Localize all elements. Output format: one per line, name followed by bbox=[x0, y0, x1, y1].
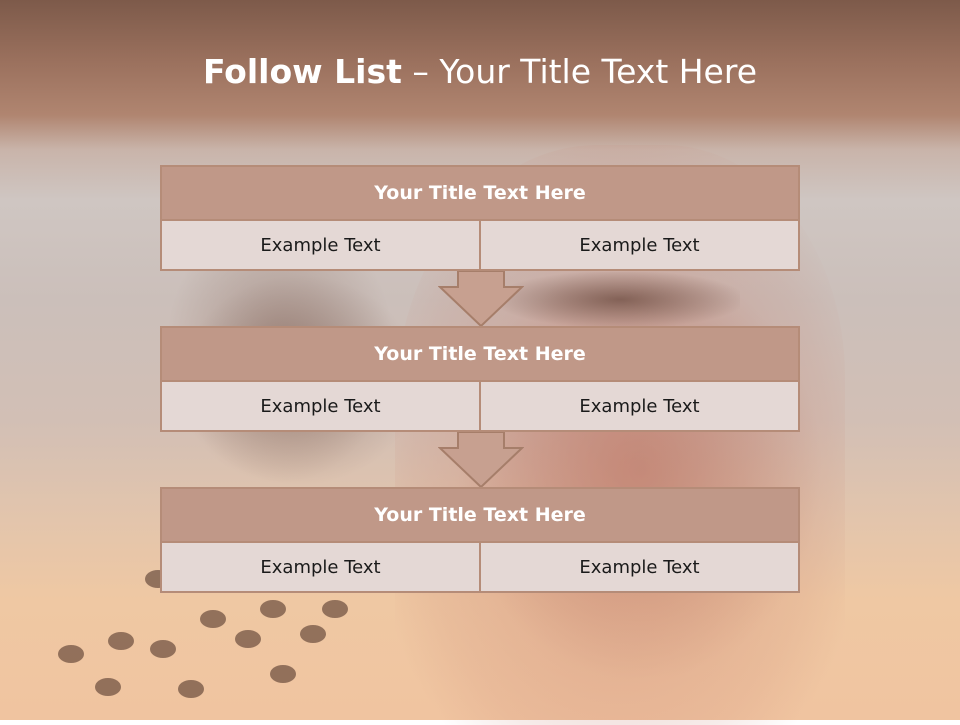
step-row: Example Text Example Text bbox=[160, 221, 800, 271]
coffee-bean bbox=[235, 630, 261, 648]
down-arrow-icon bbox=[438, 271, 524, 327]
step-block-1: Your Title Text Here Example Text Exampl… bbox=[160, 165, 800, 271]
step-block-2: Your Title Text Here Example Text Exampl… bbox=[160, 326, 800, 432]
step-title: Your Title Text Here bbox=[160, 326, 800, 382]
coffee-bean bbox=[150, 640, 176, 658]
step-title: Your Title Text Here bbox=[160, 165, 800, 221]
coffee-bean bbox=[178, 680, 204, 698]
slide-title-rest: – Your Title Text Here bbox=[412, 52, 758, 91]
step-cell-right: Example Text bbox=[479, 543, 798, 591]
background-coffee-beans bbox=[500, 272, 740, 327]
coffee-bean bbox=[270, 665, 296, 683]
step-title: Your Title Text Here bbox=[160, 487, 800, 543]
step-cell-left: Example Text bbox=[162, 543, 479, 591]
step-block-3: Your Title Text Here Example Text Exampl… bbox=[160, 487, 800, 593]
coffee-bean bbox=[260, 600, 286, 618]
step-cell-left: Example Text bbox=[162, 382, 479, 430]
step-cell-left: Example Text bbox=[162, 221, 479, 269]
coffee-bean bbox=[322, 600, 348, 618]
step-cell-right: Example Text bbox=[479, 221, 798, 269]
coffee-bean bbox=[300, 625, 326, 643]
coffee-bean bbox=[108, 632, 134, 650]
step-row: Example Text Example Text bbox=[160, 382, 800, 432]
coffee-bean bbox=[95, 678, 121, 696]
coffee-bean bbox=[200, 610, 226, 628]
slide-title-bold: Follow List bbox=[202, 52, 402, 91]
step-cell-right: Example Text bbox=[479, 382, 798, 430]
coffee-bean bbox=[58, 645, 84, 663]
slide-title: Follow List – Your Title Text Here bbox=[0, 52, 960, 91]
step-row: Example Text Example Text bbox=[160, 543, 800, 593]
down-arrow-icon bbox=[438, 432, 524, 488]
